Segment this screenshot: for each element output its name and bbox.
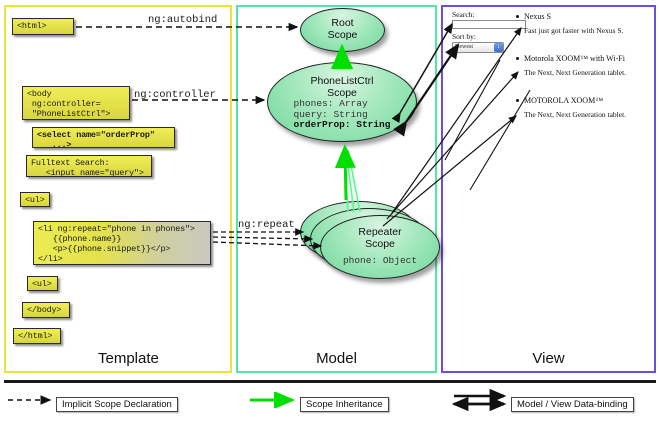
code-box-ul-close: <ul> <box>27 276 58 291</box>
phone-snippet: Fast just got faster with Nexus S. <box>524 26 624 35</box>
code-box-ul-open: <ul> <box>20 192 50 207</box>
legend-implicit-label: Implicit Scope Declaration <box>56 397 178 412</box>
repeater-scope-title-line1: Repeater <box>358 226 402 238</box>
root-scope-title-line1: Root <box>331 17 354 29</box>
view-browser-mock: Search: Sort by: Newest ↕ Nexus S Fast j… <box>448 10 652 130</box>
phonelistctrl-scope-title-line2: Scope <box>327 87 357 99</box>
list-item: MOTOROLA XOOM™ The Next, Next Generation… <box>516 96 652 119</box>
bullet-icon <box>516 99 519 102</box>
code-box-html-open: <html> <box>12 18 74 35</box>
repeater-scope-ellipse: Repeater Scope phone: Object <box>320 215 440 279</box>
phonelistctrl-scope-ellipse: PhoneListCtrl Scope phones: Array query:… <box>267 62 417 142</box>
legend-databinding-arrow-icon <box>452 389 507 411</box>
legend: Implicit Scope Declaration Scope Inherit… <box>0 380 660 421</box>
code-box-fulltext-search: Fulltext Search: <input name="query"> <box>26 155 152 178</box>
phone-name: MOTOROLA XOOM™ <box>524 96 604 105</box>
search-input[interactable] <box>452 20 526 29</box>
connector-label-ng-controller: ng:controller <box>134 89 216 101</box>
phone-name: Motorola XOOM™ with Wi-Fi <box>524 54 625 63</box>
phonelistctrl-scope-properties: phones: Array query: String orderProp: S… <box>293 98 391 131</box>
root-scope-title-line2: Scope <box>327 29 358 41</box>
repeater-scope-properties: phone: Object <box>342 255 418 267</box>
bullet-icon <box>516 15 519 18</box>
legend-inheritance-arrow-icon <box>250 392 295 408</box>
repeater-prop-phone: phone: Object <box>342 255 418 266</box>
connector-label-ng-autobind: ng:autobind <box>148 14 218 26</box>
code-box-html-close: </html> <box>13 328 61 344</box>
phone-snippet: The Next, Next Generation tablet. <box>524 110 627 119</box>
panel-template-label: Template <box>98 350 159 367</box>
chevron-down-icon[interactable]: ↕ <box>494 43 503 52</box>
legend-implicit-arrow-icon <box>8 395 52 405</box>
connector-label-ng-repeat: ng:repeat <box>238 219 295 231</box>
panel-view-label: View <box>532 350 565 367</box>
list-item: Nexus S Fast just got faster with Nexus … <box>516 12 652 35</box>
legend-inheritance-label: Scope Inheritance <box>300 397 389 412</box>
phonelistctrl-prop-query: query: String <box>293 108 368 120</box>
repeater-scope-title-line2: Scope <box>365 238 395 250</box>
search-label: Search: <box>452 10 475 19</box>
phonelistctrl-prop-phones: phones: Array <box>293 98 368 109</box>
phonelistctrl-prop-orderprop: orderProp: String <box>293 119 391 130</box>
phone-snippet: The Next, Next Generation tablet. <box>524 68 627 77</box>
code-box-body-open: <body ng:controller= "PhoneListCtrl"> <box>22 86 130 120</box>
list-item: Motorola XOOM™ with Wi-Fi The Next, Next… <box>516 54 652 77</box>
legend-item-inheritance: Scope Inheritance <box>300 394 389 412</box>
panel-model-label: Model <box>316 350 357 367</box>
code-box-select: <select name="orderProp" ...> <box>32 127 175 150</box>
root-scope-ellipse: Root Scope <box>300 8 385 52</box>
sortby-label: Sort by: <box>452 32 476 41</box>
bullet-icon <box>516 57 519 60</box>
code-box-li-repeat: <li ng:repeat="phone in phones"> {{phone… <box>33 221 211 265</box>
phone-name: Nexus S <box>524 12 551 21</box>
code-box-body-close: </body> <box>22 302 70 318</box>
panel-model: Model <box>236 5 437 373</box>
legend-item-databinding: Model / View Data-binding <box>511 394 634 412</box>
legend-item-implicit: Implicit Scope Declaration <box>56 394 178 412</box>
phonelistctrl-scope-title-line1: PhoneListCtrl <box>310 75 374 87</box>
legend-databinding-label: Model / View Data-binding <box>511 397 634 412</box>
legend-divider <box>4 380 656 383</box>
